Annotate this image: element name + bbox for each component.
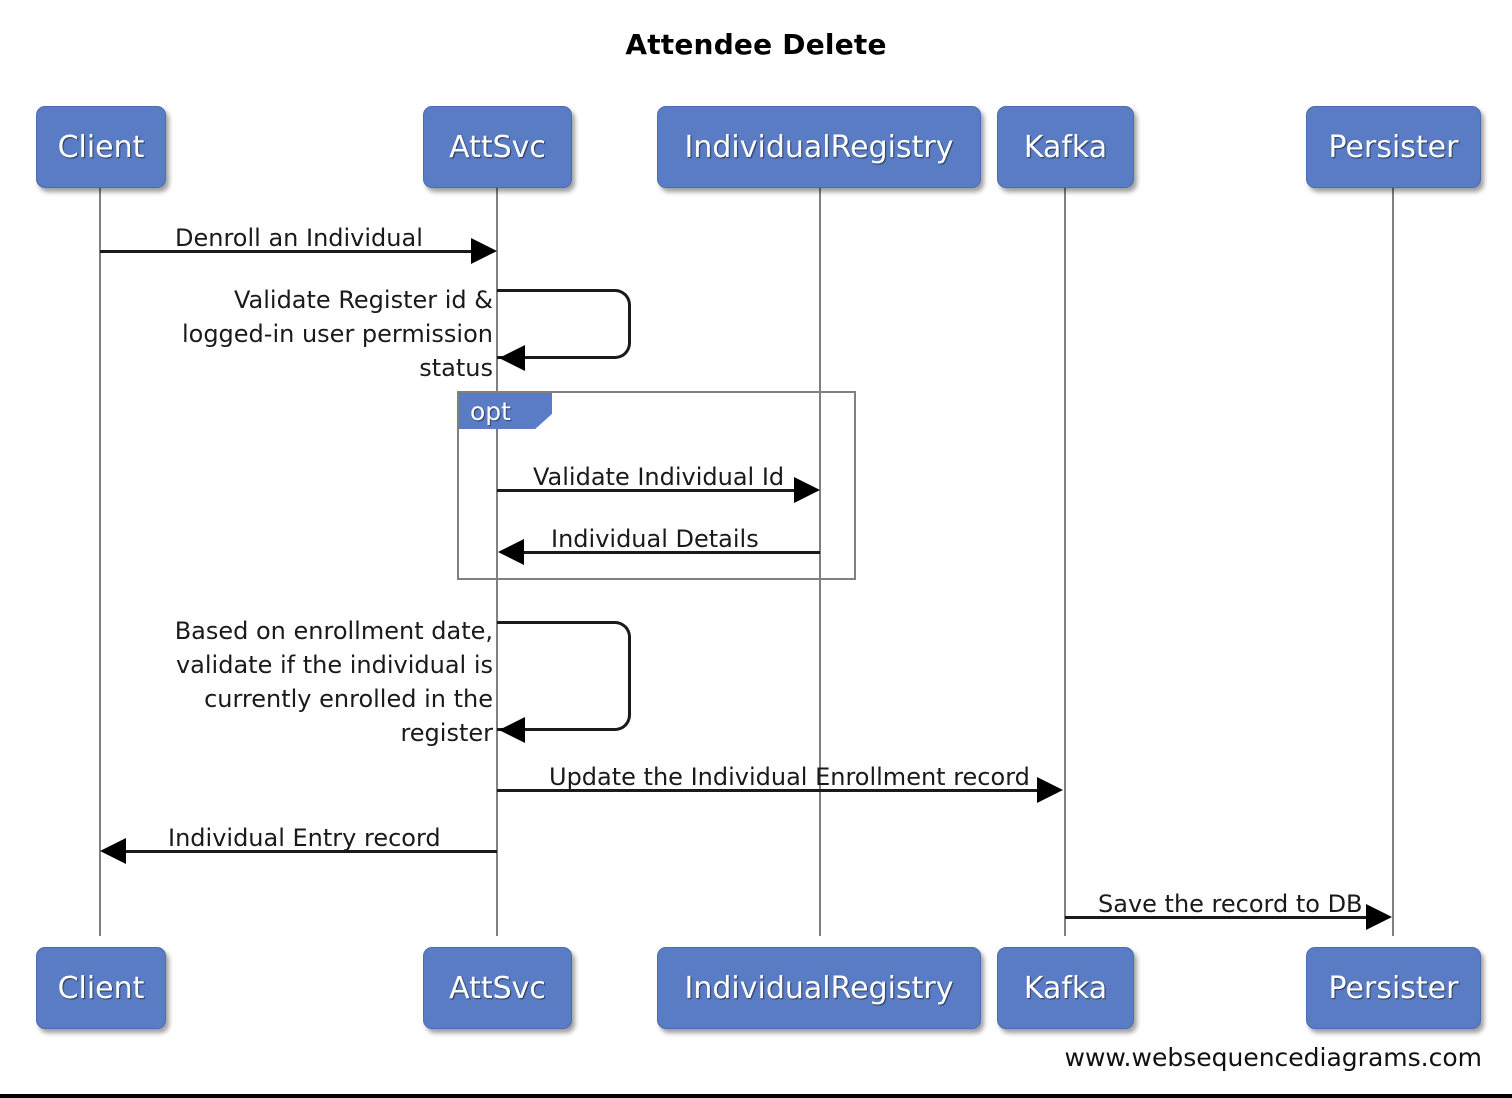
message-line-update-individual-enrollment-record — [497, 789, 1038, 792]
arrowhead-left-icon — [498, 539, 524, 565]
arrowhead-right-icon — [1037, 777, 1063, 803]
message-label-save-the-record-to-db: Save the record to DB — [1098, 890, 1363, 918]
participant-persister-top[interactable]: Persister — [1306, 106, 1481, 188]
arrowhead-right-icon — [1366, 904, 1392, 930]
participant-individualregistry-top[interactable]: IndividualRegistry — [657, 106, 981, 188]
lifeline-client — [99, 188, 101, 936]
participant-attsvc-bottom[interactable]: AttSvc — [423, 947, 572, 1029]
lifeline-attsvc — [496, 188, 498, 936]
participant-label: AttSvc — [449, 970, 546, 1006]
self-message-loop-validate-register-id — [497, 289, 631, 359]
participant-label: IndividualRegistry — [684, 129, 954, 165]
arrowhead-left-icon — [100, 838, 126, 864]
message-label-update-individual-enrollment-record: Update the Individual Enrollment record — [549, 763, 1030, 791]
fragment-opt-box — [457, 391, 856, 580]
participant-individualregistry-bottom[interactable]: IndividualRegistry — [657, 947, 981, 1029]
participant-client-top[interactable]: Client — [36, 106, 166, 188]
arrowhead-left-icon — [499, 717, 525, 743]
message-label-denroll-an-individual: Denroll an Individual — [175, 224, 423, 252]
message-line-validate-individual-id — [497, 489, 795, 492]
participant-label: Kafka — [1023, 970, 1108, 1006]
participant-label: Persister — [1328, 970, 1459, 1006]
message-label-validate-register-id: Validate Register id & logged-in user pe… — [181, 286, 493, 383]
arrowhead-left-icon — [499, 345, 525, 371]
message-line-save-the-record-to-db — [1065, 916, 1367, 919]
message-label-individual-details: Individual Details — [551, 525, 759, 553]
message-label-validate-individual-id: Validate Individual Id — [533, 463, 785, 491]
self-message-loop-enrollment-date — [497, 621, 631, 731]
arrowhead-right-icon — [794, 477, 820, 503]
lifeline-individualregistry — [819, 188, 821, 936]
page-title: Attendee Delete — [625, 28, 887, 61]
fragment-opt-label: opt — [470, 396, 511, 426]
message-line-denroll-an-individual — [100, 250, 472, 253]
participant-label: Client — [57, 129, 145, 165]
participant-attsvc-top[interactable]: AttSvc — [423, 106, 572, 188]
arrowhead-right-icon — [471, 238, 497, 264]
participant-label: Persister — [1328, 129, 1459, 165]
participant-label: AttSvc — [449, 129, 546, 165]
message-label-based-on-enrollment-date: Based on enrollment date, validate if th… — [174, 617, 493, 748]
participant-label: Client — [57, 970, 145, 1006]
participant-kafka-top[interactable]: Kafka — [997, 106, 1134, 188]
message-label-individual-entry-record: Individual Entry record — [168, 824, 441, 852]
message-line-individual-details — [524, 551, 820, 554]
participant-kafka-bottom[interactable]: Kafka — [997, 947, 1134, 1029]
participant-label: IndividualRegistry — [684, 970, 954, 1006]
lifeline-persister — [1392, 188, 1394, 936]
fragment-opt-tab: opt — [459, 393, 552, 429]
footer-attribution: www.websequencediagrams.com — [1064, 1043, 1482, 1072]
lifeline-kafka — [1064, 188, 1066, 936]
message-line-individual-entry-record — [126, 850, 497, 853]
participant-client-bottom[interactable]: Client — [36, 947, 166, 1029]
participant-persister-bottom[interactable]: Persister — [1306, 947, 1481, 1029]
participant-label: Kafka — [1023, 129, 1108, 165]
